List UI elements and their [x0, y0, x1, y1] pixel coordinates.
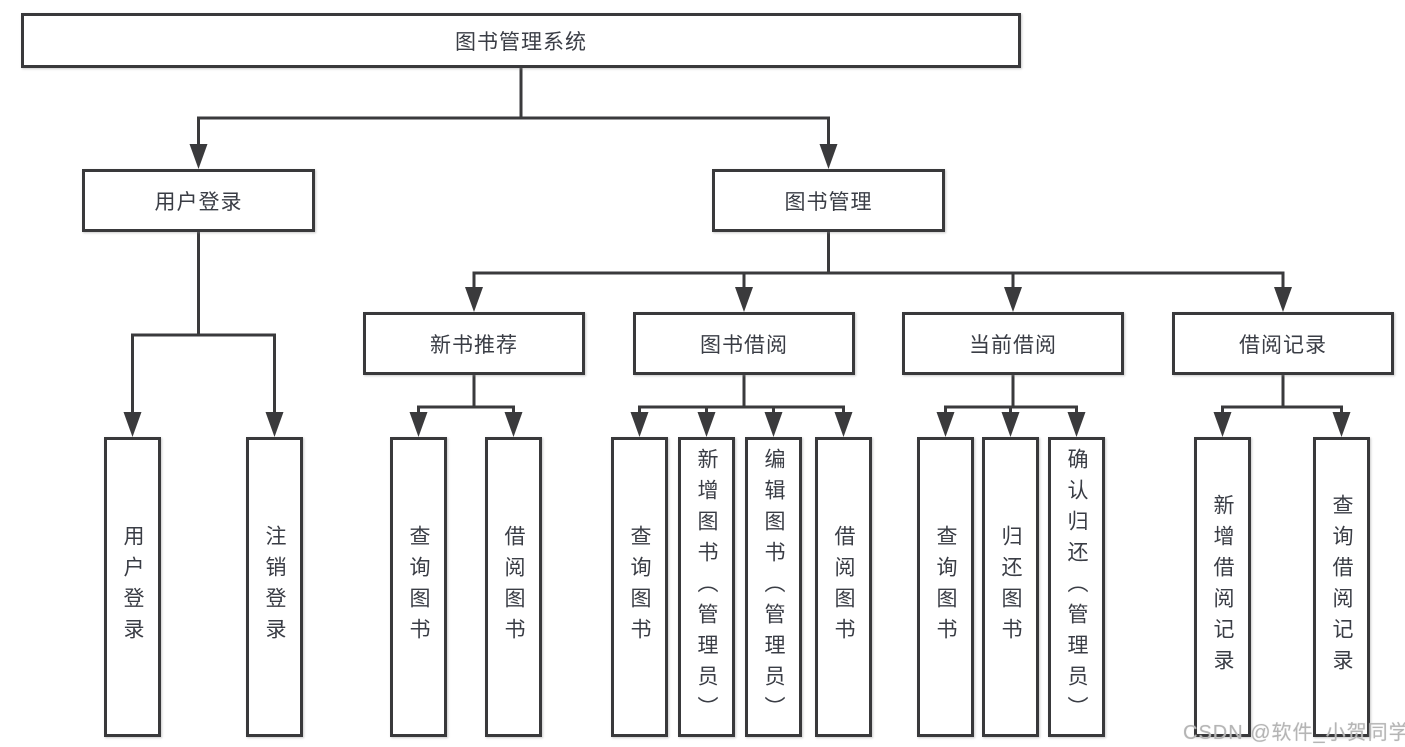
node-label: 新增借阅记录: [1211, 494, 1234, 680]
arrowhead: [123, 412, 142, 437]
arrowhead: [834, 412, 853, 437]
node-label: 借阅图书: [502, 525, 525, 649]
arrowhead: [1004, 287, 1022, 312]
node-label: 新书推荐: [430, 333, 518, 357]
node-leaf-borrow-books-2: 借阅图书: [815, 437, 872, 737]
node-label: 用户登录: [154, 190, 243, 214]
edge-user-login-split: [131, 232, 276, 415]
node-label: 图书管理系统: [455, 30, 587, 54]
node-label: 查询借阅记录: [1330, 494, 1353, 680]
edge-book-management-split: [472, 232, 1285, 290]
node-leaf-return-books: 归还图书: [982, 437, 1039, 737]
node-label: 编辑图书（管理员）: [762, 447, 785, 727]
edge-root-split: [197, 68, 830, 147]
node-new-book-recommend: 新书推荐: [363, 312, 585, 375]
node-library-management-system: 图书管理系统: [21, 13, 1021, 68]
arrowhead: [630, 412, 649, 437]
node-leaf-user-login: 用户登录: [104, 437, 161, 737]
arrowhead: [409, 412, 428, 437]
arrowhead: [1067, 412, 1086, 437]
node-leaf-query-borrow-record: 查询借阅记录: [1313, 437, 1370, 737]
node-leaf-confirm-return-admin: 确认归还（管理员）: [1048, 437, 1105, 737]
node-current-borrowing: 当前借阅: [902, 312, 1124, 375]
arrowhead: [189, 144, 208, 169]
edge-new-book-recommend-split: [417, 375, 515, 416]
arrowhead: [1274, 287, 1292, 312]
arrowhead: [1213, 412, 1232, 437]
node-label: 图书管理: [784, 190, 873, 214]
arrowhead: [1332, 412, 1351, 437]
node-label: 借阅记录: [1239, 333, 1327, 357]
arrowhead: [465, 287, 483, 312]
node-user-login: 用户登录: [82, 169, 315, 232]
edge-borrowing-records-split: [1221, 375, 1343, 416]
node-label: 查询图书: [628, 525, 651, 649]
node-label: 确认归还（管理员）: [1065, 447, 1088, 727]
node-leaf-query-books-3: 查询图书: [917, 437, 974, 737]
node-label: 当前借阅: [969, 333, 1057, 357]
arrowhead: [1001, 412, 1020, 437]
node-leaf-borrow-books-1: 借阅图书: [485, 437, 542, 737]
node-book-borrowing: 图书借阅: [633, 312, 855, 375]
node-leaf-add-borrow-record: 新增借阅记录: [1194, 437, 1251, 737]
node-label: 注销登录: [263, 525, 286, 649]
node-leaf-edit-books-admin: 编辑图书（管理员）: [745, 437, 802, 737]
arrowhead: [697, 412, 716, 437]
arrowhead: [735, 287, 753, 312]
node-label: 查询图书: [934, 525, 957, 649]
arrowhead: [936, 412, 955, 437]
edge-current-borrowing-split: [944, 375, 1078, 416]
arrowhead: [265, 412, 284, 437]
edge-book-borrowing-split: [638, 375, 845, 416]
arrowhead: [504, 412, 523, 437]
arrowhead: [819, 144, 838, 169]
node-borrowing-records: 借阅记录: [1172, 312, 1394, 375]
node-leaf-query-books-2: 查询图书: [611, 437, 668, 737]
arrowhead: [764, 412, 783, 437]
node-label: 新增图书（管理员）: [695, 447, 718, 727]
node-leaf-query-books-1: 查询图书: [390, 437, 447, 737]
node-leaf-add-books-admin: 新增图书（管理员）: [678, 437, 735, 737]
node-label: 查询图书: [407, 525, 430, 649]
node-label: 图书借阅: [700, 333, 788, 357]
node-label: 归还图书: [999, 525, 1022, 649]
watermark-text: CSDN @软件_小贺同学: [1183, 722, 1405, 744]
node-label: 借阅图书: [832, 525, 855, 649]
node-book-management: 图书管理: [712, 169, 945, 232]
node-label: 用户登录: [121, 525, 144, 649]
node-leaf-logout: 注销登录: [246, 437, 303, 737]
